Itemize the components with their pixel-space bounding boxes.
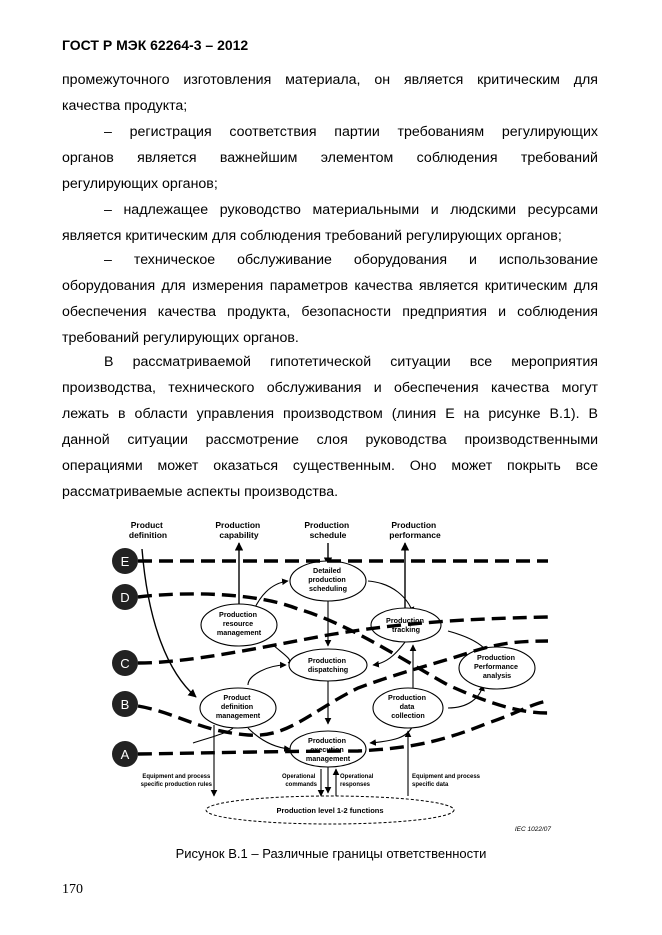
- text-line: является критическим для соблюдения треб…: [62, 227, 562, 244]
- node-definition-management: [199, 687, 277, 729]
- node-data-collection: [372, 687, 444, 729]
- boundary-line-d: [137, 592, 549, 715]
- top-label-production-schedule: Production schedule: [304, 520, 351, 540]
- boundary-label-c: C: [120, 656, 129, 671]
- boundary-label-e: E: [121, 554, 130, 569]
- node-production-tracking: [370, 607, 442, 643]
- paragraph-2: – регистрация соответствия партии требов…: [62, 120, 598, 198]
- node-label-definition: Product definition management: [216, 693, 261, 720]
- figure-caption: Рисунок В.1 – Различные границы ответств…: [175, 846, 487, 861]
- responsibility-boundaries-figure: Product definition Production capability…: [108, 513, 554, 843]
- top-label-product-definition: Product definition: [129, 520, 167, 540]
- node-performance-analysis: [458, 646, 536, 690]
- text-line: оборудования для измерения параметров ка…: [62, 277, 598, 294]
- boundary-line-a: [137, 699, 549, 756]
- boundary-label-d: D: [120, 590, 129, 605]
- text-line: – надлежащее руководство материальными и…: [104, 202, 598, 218]
- text-line: лежать в области управления производство…: [62, 405, 598, 422]
- paragraph-1: промежуточного изготовления материала, о…: [62, 68, 598, 120]
- text-line: качества продукта;: [62, 97, 188, 114]
- top-label-production-capability: Production capability: [215, 520, 262, 540]
- text-line: В рассматриваемой гипотетической ситуаци…: [104, 354, 598, 370]
- production-level-label: Production level 1-2 functions: [276, 806, 383, 815]
- iec-reference: IEC 1022/07: [515, 826, 552, 833]
- node-resource-management: [200, 603, 278, 647]
- node-label-tracking: Production tracking: [386, 616, 426, 634]
- arrow-definition-curve: [141, 548, 197, 698]
- page-number: 170: [62, 882, 83, 897]
- boundary-label-a: A: [121, 747, 130, 762]
- boundary-line-c: [137, 615, 549, 665]
- node-label-scheduling: Detailed production scheduling: [308, 566, 348, 593]
- node-label-analysis: Production Performance analysis: [474, 653, 520, 680]
- paragraph-3: – надлежащее руководство материальными и…: [62, 198, 598, 250]
- text-line: рассматриваемые аспекты производства.: [62, 483, 339, 500]
- text-line: промежуточного изготовления материала, о…: [62, 72, 598, 88]
- text-line: – техническое обслуживание оборудования …: [104, 252, 598, 268]
- label-operational-commands: Operational commands: [282, 774, 318, 788]
- text-line: производства, технического обслуживания …: [62, 379, 598, 396]
- paragraph-4: – техническое обслуживание оборудования …: [62, 248, 598, 352]
- text-line: регулирующих органов;: [62, 175, 218, 192]
- node-label-dispatching: Production dispatching: [308, 656, 348, 674]
- node-label-resource: Production resource management: [217, 610, 262, 637]
- text-line: – регистрация соответствия партии требов…: [104, 124, 598, 140]
- label-operational-responses: Operational responses: [340, 774, 375, 788]
- text-line: органов является важнейшим элементом соб…: [62, 149, 598, 166]
- boundary-line-b: [137, 639, 549, 737]
- label-specific-data: Equipment and process specific data: [412, 774, 482, 788]
- node-label-collection: Production data collection: [388, 693, 428, 720]
- top-label-production-performance: Production performance: [389, 520, 441, 540]
- node-execution-management: [289, 730, 367, 768]
- boundary-label-b: B: [121, 697, 130, 712]
- node-production-dispatching: [288, 648, 368, 682]
- text-line: данной ситуации рассмотрение слоя руково…: [62, 431, 598, 448]
- production-level-ellipse: [205, 795, 455, 825]
- label-production-rules: Equipment and process specific productio…: [141, 774, 213, 788]
- text-line: обеспечения качества продукта, безопасно…: [62, 303, 598, 320]
- node-label-execution: Production execution management: [306, 736, 351, 763]
- document-header: ГОСТ Р МЭК 62264-3 – 2012: [62, 37, 249, 53]
- text-line: требований регулирующих органов.: [62, 329, 299, 346]
- paragraph-5: В рассматриваемой гипотетической ситуаци…: [62, 350, 598, 505]
- text-line: операциями может оказаться существенным.…: [62, 457, 598, 474]
